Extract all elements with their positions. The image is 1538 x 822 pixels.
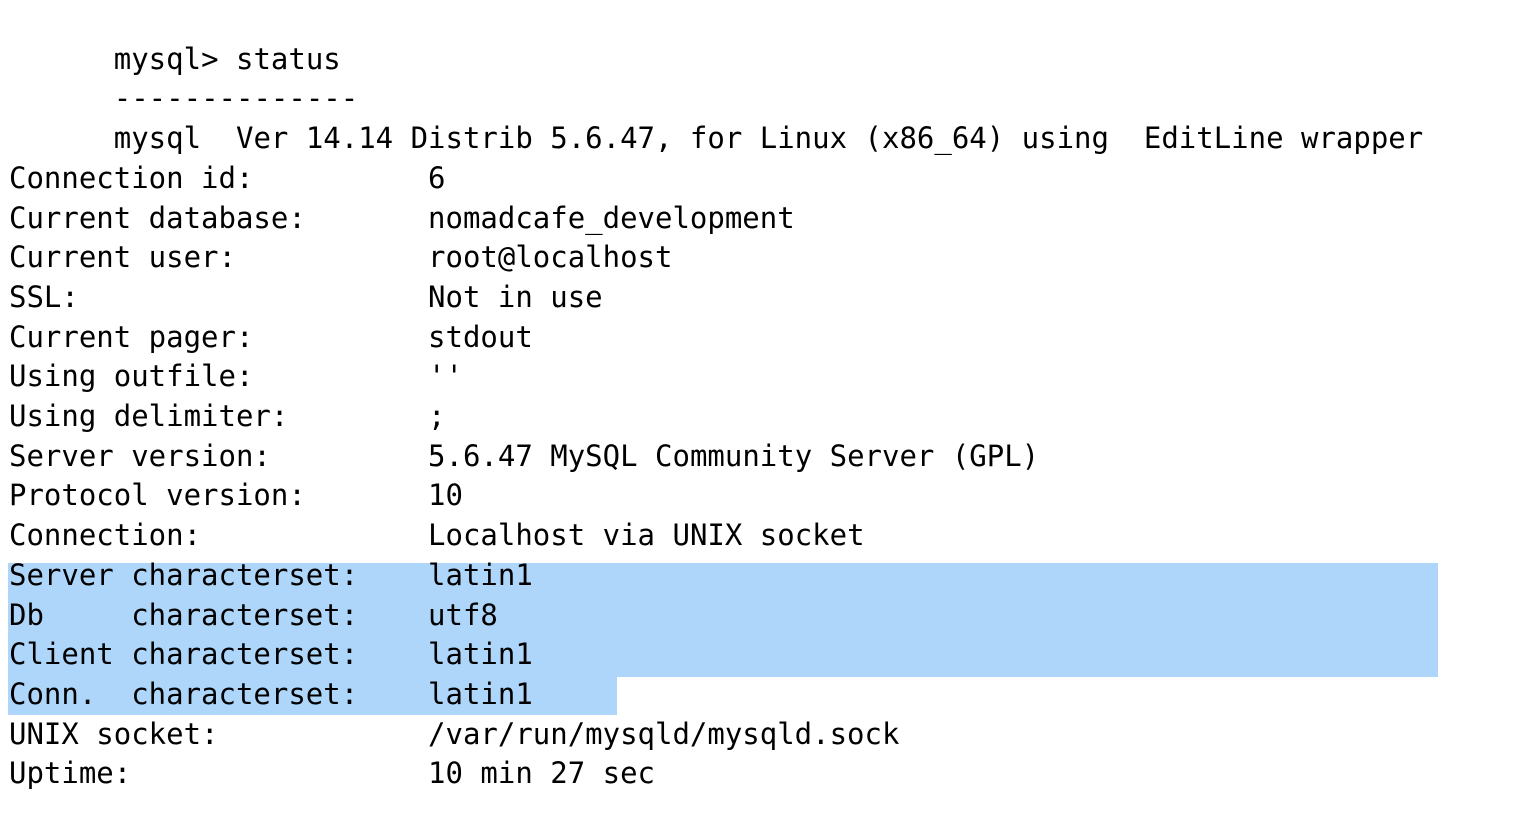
status-row-value: utf8 — [428, 597, 498, 632]
status-row-label: Using delimiter: — [9, 399, 289, 433]
status-row: Current user: root@localhost — [9, 238, 672, 278]
terminal-line-separator: -------------- — [9, 40, 358, 115]
status-row-label: Connection: — [9, 518, 202, 553]
column-gap — [358, 637, 428, 671]
status-row-label: Current pager: — [9, 319, 254, 354]
status-row: SSL: Not in use — [9, 278, 603, 318]
status-row-value: 6 — [428, 160, 446, 195]
status-row-value: 10 — [428, 478, 463, 513]
column-gap — [306, 478, 428, 512]
status-row-label: Current database: — [9, 200, 306, 235]
status-row-value: Localhost via UNIX socket — [428, 518, 865, 553]
status-row-label: Conn. characterset: — [9, 676, 359, 711]
status-row-value: '' — [428, 359, 463, 394]
status-row-value: 10 min 27 sec — [428, 756, 656, 791]
column-gap — [79, 280, 428, 314]
status-row: Client characterset: latin1 — [9, 635, 533, 675]
status-row: UNIX socket: /var/run/mysqld/mysqld.sock — [9, 715, 899, 755]
status-row-label: UNIX socket: — [9, 716, 219, 751]
status-command: status — [235, 41, 341, 76]
status-row: Uptime: 10 min 27 sec — [9, 754, 655, 794]
column-gap — [219, 717, 429, 751]
column-gap — [306, 201, 428, 235]
separator-rule: -------------- — [113, 81, 359, 116]
status-row: Db characterset: utf8 — [9, 596, 498, 636]
column-gap — [253, 161, 428, 195]
status-row: Current pager: stdout — [9, 318, 533, 358]
status-row-label: Server version: — [9, 438, 271, 473]
terminal-line-prompt: mysql> status — [9, 0, 341, 76]
status-row-value: Not in use — [428, 279, 603, 314]
status-row-label: Server characterset: — [9, 557, 359, 592]
column-gap — [201, 518, 428, 552]
mysql-prompt: mysql> — [113, 41, 236, 76]
column-gap — [131, 756, 428, 790]
status-row: Server characterset: latin1 — [9, 556, 533, 596]
status-row-value: /var/run/mysqld/mysqld.sock — [428, 716, 900, 751]
column-gap — [358, 558, 428, 592]
status-row: Using delimiter: ; — [9, 397, 446, 437]
status-row-value: stdout — [428, 319, 533, 354]
status-row-value: 5.6.47 MySQL Community Server (GPL) — [428, 438, 1040, 473]
status-row-value: ; — [428, 399, 446, 433]
status-row-label: Db characterset: — [9, 597, 359, 632]
status-row-label: Client characterset: — [9, 637, 359, 672]
status-row-value: root@localhost — [428, 240, 673, 275]
status-row-label: SSL: — [9, 279, 79, 314]
status-row: Conn. characterset: latin1 — [9, 675, 533, 715]
status-row: Protocol version: 10 — [9, 476, 463, 516]
status-row-value: latin1 — [428, 557, 533, 592]
column-gap — [271, 439, 428, 473]
terminal-line-banner: mysql Ver 14.14 Distrib 5.6.47, for Linu… — [9, 79, 1423, 155]
status-row-label: Protocol version: — [9, 478, 306, 513]
status-row-label: Connection id: — [9, 160, 254, 195]
status-row: Using outfile: '' — [9, 357, 463, 397]
status-row: Connection id: 6 — [9, 159, 446, 199]
column-gap — [358, 677, 428, 711]
status-row: Current database: nomadcafe_development — [9, 199, 795, 239]
status-row-label: Current user: — [9, 240, 236, 275]
column-gap — [288, 399, 428, 433]
status-row-label: Using outfile: — [9, 359, 254, 394]
column-gap — [253, 359, 428, 393]
status-row-value: latin1 — [428, 676, 533, 711]
mysql-version-banner: mysql Ver 14.14 Distrib 5.6.47, for Linu… — [113, 121, 1424, 156]
status-row: Connection: Localhost via UNIX socket — [9, 516, 865, 556]
status-row: Server version: 5.6.47 MySQL Community S… — [9, 437, 1039, 477]
column-gap — [358, 598, 428, 632]
status-row-value: nomadcafe_development — [428, 200, 795, 235]
status-row-value: latin1 — [428, 637, 533, 672]
column-gap — [236, 240, 428, 274]
status-row-label: Uptime: — [9, 756, 132, 791]
column-gap — [253, 320, 428, 354]
